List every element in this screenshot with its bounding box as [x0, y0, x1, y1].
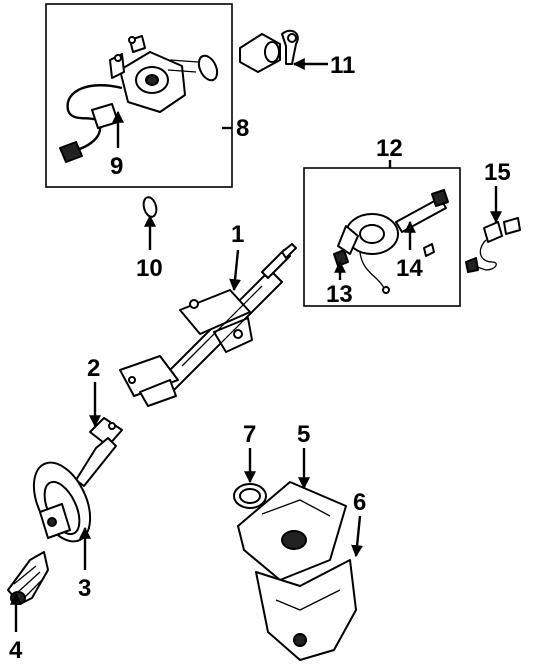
callout-5: 5	[297, 421, 310, 448]
lock-cylinder-and-key-part-11	[239, 29, 299, 73]
steering-column-part-1	[119, 243, 297, 407]
callout-12: 12	[376, 135, 403, 162]
callout-2: 2	[87, 355, 100, 382]
harness-part-15	[465, 217, 521, 273]
callout-9: 9	[110, 153, 123, 180]
callout-4: 4	[9, 637, 23, 664]
ignition-harness-part-9	[59, 84, 123, 163]
callout-14: 14	[396, 255, 423, 282]
callout-13: 13	[326, 281, 353, 308]
washer-part-10	[142, 196, 158, 218]
callout-leaders	[10, 58, 502, 632]
callout-8: 8	[236, 115, 249, 142]
ignition-lock-housing	[109, 35, 219, 113]
callout-3: 3	[78, 575, 91, 602]
lower-cover-part-6	[255, 559, 357, 661]
combination-switch-box	[303, 167, 461, 307]
ignition-assembly-box	[45, 3, 233, 188]
combination-switch-part-14	[337, 189, 449, 294]
bellows-part-4	[7, 551, 49, 605]
callout-11: 11	[330, 52, 355, 79]
callout-15: 15	[484, 159, 511, 186]
callout-7: 7	[243, 421, 256, 448]
callout-1: 1	[231, 221, 244, 248]
callout-6: 6	[353, 489, 366, 516]
boot-seal-part-3	[32, 461, 92, 543]
intermediate-shaft-part-2	[75, 417, 123, 487]
callout-10: 10	[136, 255, 163, 282]
upper-cover-part-5	[237, 481, 347, 581]
ring-part-7	[233, 483, 267, 509]
